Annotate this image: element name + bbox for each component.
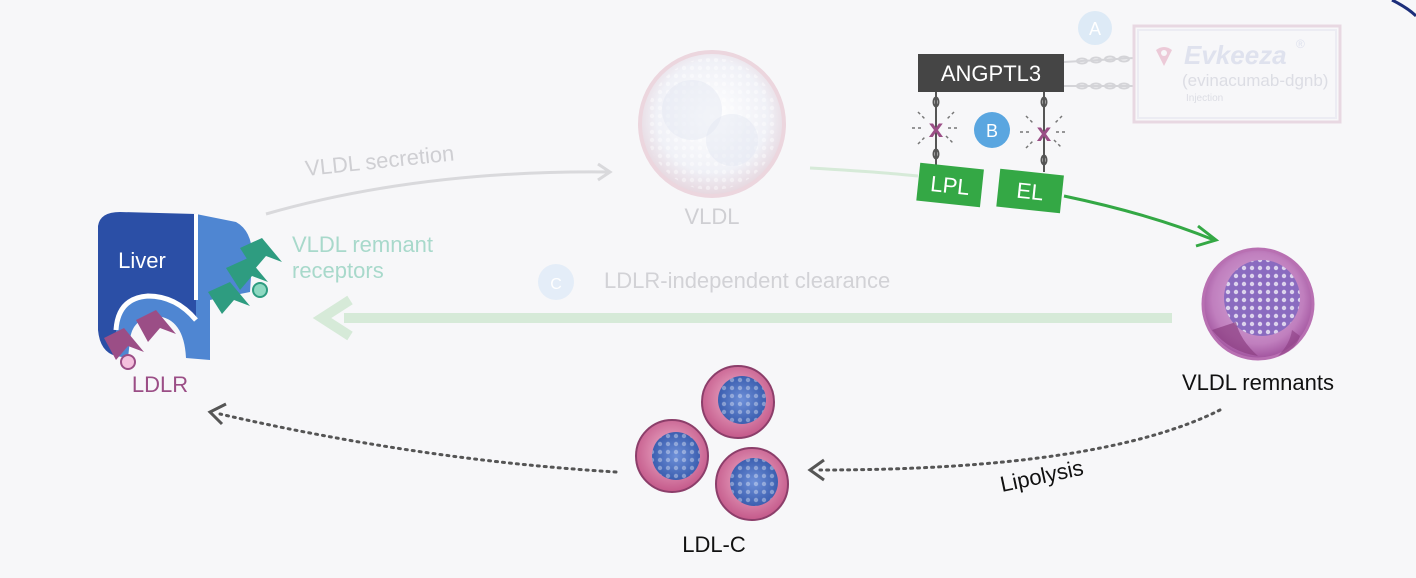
teal-ligand-icon — [252, 282, 268, 298]
liver-shape-dark — [98, 212, 196, 356]
vldl-particle — [638, 50, 786, 198]
vldl-secretion-label: VLDL secretion — [304, 140, 455, 181]
ldlr-receptors-icons — [104, 310, 176, 360]
lpl-box: LPL — [916, 162, 984, 208]
badge-c — [538, 264, 574, 300]
liver-label: Liver — [118, 248, 166, 273]
antibody-chain-links — [1063, 55, 1135, 90]
vldl-secretion-arrowhead — [597, 162, 613, 182]
vldl-remnant-receptors-icons — [208, 238, 282, 314]
lipolysis-arrow — [1063, 194, 1215, 242]
el-label: EL — [1015, 178, 1044, 206]
clearance-arrowhead — [312, 295, 353, 341]
lpl-x-icon: x — [929, 113, 944, 143]
vldl-remnants-label: VLDL remnants — [1182, 370, 1334, 395]
vldl-label: VLDL — [684, 204, 739, 229]
logo-heart-icon — [1156, 47, 1172, 66]
badge-b-label: B — [986, 121, 998, 141]
vldl-remnant-receptors-label-line2: receptors — [292, 258, 384, 283]
ldlr-ligand-icon — [120, 354, 136, 370]
liver-shape-light — [116, 214, 253, 360]
badge-b — [974, 112, 1010, 148]
logo-generic-name: (evinacumab-dgnb) — [1182, 71, 1328, 90]
badge-c-label: C — [550, 276, 562, 293]
lipolysis-arrow-faded — [809, 166, 919, 178]
lpl-label: LPL — [929, 171, 971, 200]
liver: Liver LDLR — [98, 212, 282, 397]
teal-receptor-icon — [208, 282, 250, 314]
ldl-c-particles — [635, 365, 789, 521]
logo-registered: ® — [1296, 37, 1305, 51]
lipolysis-dotted-arrowhead — [807, 458, 825, 482]
lipolysis-arrowhead — [1195, 224, 1220, 248]
evkeeza-logo: Evkeeza ® (evinacumab-dgnb) Injection — [1132, 24, 1342, 124]
lpl-inhibition-mark: x — [912, 111, 960, 145]
ldl-uptake-dotted-arrowhead — [207, 402, 227, 426]
corner-accent — [1391, 0, 1416, 18]
el-box: EL — [996, 168, 1064, 214]
vldl-remnant-particle — [1201, 247, 1315, 361]
logo-frame — [1132, 24, 1342, 124]
ldl-c-label: LDL-C — [682, 532, 746, 557]
lipolysis-dotted-arrow — [818, 408, 1222, 472]
angptl3-chains — [932, 92, 1048, 172]
ldlr-receptor-icon — [136, 310, 176, 342]
angptl3-box — [918, 54, 1064, 92]
logo-brand: Evkeeza — [1184, 40, 1287, 70]
vldl-secretion-arrow — [265, 170, 609, 216]
ldl-c-particle — [635, 419, 709, 493]
clearance-label: LDLR-independent clearance — [604, 268, 890, 293]
angptl3-label: ANGPTL3 — [941, 61, 1041, 86]
liver-lobe-edge — [113, 293, 198, 331]
teal-receptor-icon — [226, 258, 268, 290]
ldl-uptake-dotted-arrow — [218, 412, 618, 474]
ldl-c-particle — [715, 447, 789, 521]
ldl-c-particle — [701, 365, 775, 439]
badge-a — [1078, 11, 1112, 45]
ldlr-receptor-icon — [104, 328, 144, 360]
logo-form: Injection — [1186, 93, 1223, 104]
ldlr-label: LDLR — [132, 372, 188, 397]
vldl-remnant-receptors-label-line1: VLDL remnant — [292, 232, 433, 257]
el-inhibition-mark: x — [1020, 115, 1068, 149]
badge-a-label: A — [1089, 19, 1101, 39]
el-x-icon: x — [1037, 117, 1052, 147]
